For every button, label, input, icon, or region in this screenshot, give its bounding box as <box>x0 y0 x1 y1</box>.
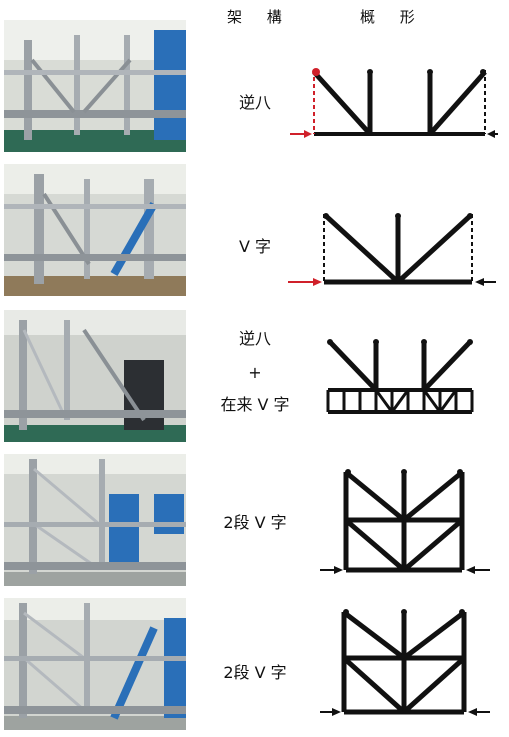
outline-diagram-3 <box>326 339 474 414</box>
row-1: 逆八 <box>0 18 509 158</box>
photo-frame-3 <box>4 310 186 442</box>
photo-frame-5 <box>4 598 186 730</box>
row-label-3-line-3: 在来 V 字 <box>220 395 290 414</box>
photo-frame-1 <box>4 20 186 152</box>
outline-diagram-2 <box>288 213 496 286</box>
photo-frame-4 <box>4 454 186 586</box>
row-3: 逆八 + 在来 V 字 <box>0 306 509 446</box>
photo-frame-2 <box>4 164 186 296</box>
outline-diagram-4 <box>320 469 490 574</box>
row-label-4: 2段 V 字 <box>223 513 287 532</box>
row-2: V 字 <box>0 162 509 302</box>
row-label-1: 逆八 <box>238 93 271 112</box>
outline-diagram-1 <box>290 68 498 138</box>
header-outline: 概 形 <box>360 8 425 26</box>
header-structure: 架 構 <box>227 8 292 26</box>
row-label-3-line-1: 逆八 <box>238 329 271 348</box>
row-4: 2段 V 字 <box>0 452 509 592</box>
row-label-3-line-2: + <box>248 363 262 382</box>
outline-diagram-5 <box>320 609 490 716</box>
row-label-2: V 字 <box>238 237 272 256</box>
row-5: 2段 V 字 <box>0 596 509 736</box>
row-label-5: 2段 V 字 <box>223 663 287 682</box>
